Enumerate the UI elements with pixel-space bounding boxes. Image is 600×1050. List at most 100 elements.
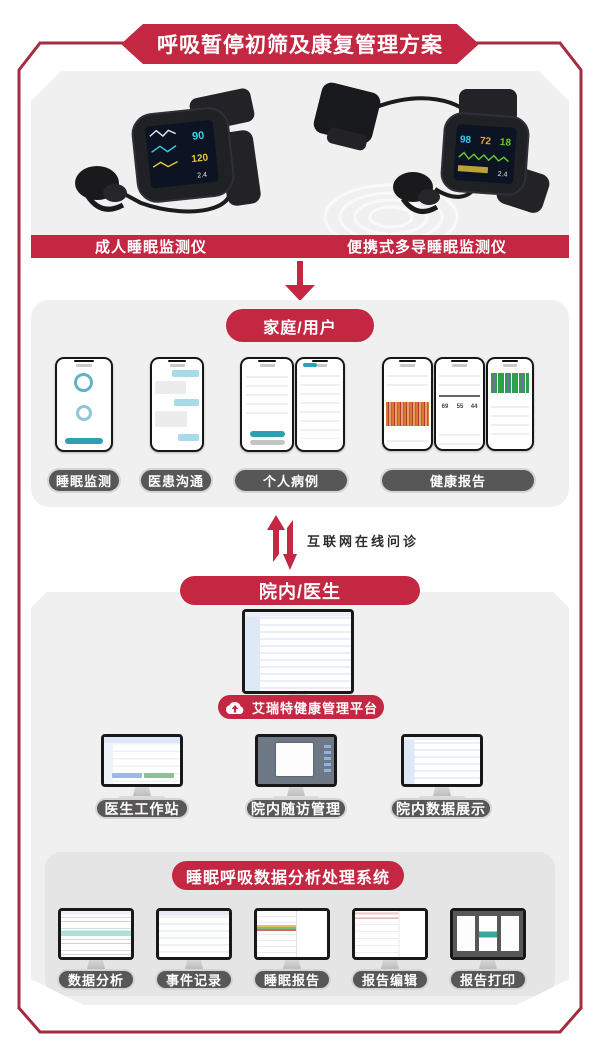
monitor-screen <box>255 734 337 787</box>
monitor-report-edit <box>352 908 428 974</box>
report-rows <box>491 398 529 442</box>
side-bars <box>324 745 331 774</box>
dialog-window <box>276 743 312 777</box>
portable-psg-device: 98 72 18 2.4 <box>312 81 552 235</box>
phone-screen <box>242 359 292 450</box>
monitor-neck <box>133 787 151 796</box>
monitor-report-print <box>450 908 526 974</box>
air-tube-coil <box>325 185 457 235</box>
monitor-screen <box>401 734 483 787</box>
reading-pr: 120 <box>191 152 209 165</box>
phone-report-trend <box>382 357 433 451</box>
devices-panel: 90 120 2.4 <box>31 71 569 258</box>
green-panel-chip <box>144 773 174 779</box>
monitor-neck <box>283 960 301 969</box>
report-rows <box>439 368 480 386</box>
family-section: 69 55 44 睡眠监测 医患沟通 个人病例 健康报告 <box>31 300 569 507</box>
monitor-event-log <box>156 908 232 974</box>
chat-bubble <box>171 370 199 377</box>
device-label-bar: 成人睡眠监测仪 便携式多导睡眠监测仪 <box>31 235 569 258</box>
hospital-section: 艾瑞特健康管理平台 <box>31 592 569 1005</box>
station-label-workstation: 医生工作站 <box>95 798 189 819</box>
record-rows <box>300 368 340 439</box>
stat-value: 44 <box>470 404 478 410</box>
screen-title-line <box>452 364 467 367</box>
monitor-screen <box>254 908 330 960</box>
sleep-stage-chart <box>490 373 530 394</box>
monitor-neck <box>479 960 497 969</box>
reading-1: 98 <box>460 134 472 146</box>
form-rows <box>246 369 288 417</box>
report-rows <box>387 368 428 392</box>
chat-bubble <box>155 381 186 394</box>
station-label-followup: 院内随访管理 <box>245 798 347 819</box>
reading-spo2: 90 <box>192 130 205 143</box>
reading-2: 72 <box>480 136 492 148</box>
monitor-data-display <box>401 734 483 801</box>
phone-screen <box>152 359 202 450</box>
monitor-screen <box>242 609 354 694</box>
screen-title-line <box>75 364 93 367</box>
screen-title-line <box>169 364 185 367</box>
monitor-neck <box>87 960 105 969</box>
up-down-arrows-icon <box>267 515 297 570</box>
monitor-screen <box>101 734 183 787</box>
screen-title-line <box>503 364 517 367</box>
screen-content <box>453 911 523 957</box>
monitor-sleep-report <box>254 908 330 974</box>
watch-screen: 90 120 2.4 <box>145 120 219 189</box>
phone-screen: 69 55 44 <box>436 359 483 449</box>
monitor-screen <box>58 908 134 960</box>
main-platform-monitor <box>242 609 354 712</box>
screen-content <box>258 737 334 784</box>
screen-content <box>257 911 327 957</box>
module-label-report-print: 报告打印 <box>449 969 527 990</box>
module-label-report-edit: 报告编辑 <box>351 969 429 990</box>
stat-value: 55 <box>456 404 464 410</box>
blue-panel-chip <box>112 773 142 779</box>
page-thumbnail <box>479 916 497 952</box>
hospital-section-title: 院内/医生 <box>180 576 420 605</box>
screen-content <box>245 612 351 691</box>
adult-monitor-label: 成人睡眠监测仪 <box>94 239 207 256</box>
sleep-score-ring <box>74 373 93 392</box>
report-rows <box>387 433 428 446</box>
monitor-followup <box>255 734 337 801</box>
monitor-screen <box>352 908 428 960</box>
module-label-sleep-report: 睡眠报告 <box>253 969 331 990</box>
phone-screen <box>297 359 343 450</box>
app-label-case-record: 个人病例 <box>233 468 349 493</box>
recorder-box <box>312 81 383 146</box>
app-label-health-report: 健康报告 <box>380 468 536 493</box>
module-label-data-analysis: 数据分析 <box>57 969 135 990</box>
app-label-sleep-monitoring: 睡眠监测 <box>47 468 121 493</box>
submit-button <box>249 431 285 437</box>
stat-value: 69 <box>441 404 449 410</box>
border-line <box>17 41 583 1034</box>
watch-screen: 98 72 18 2.4 <box>453 124 517 184</box>
monitor-screen <box>450 908 526 960</box>
flat-line-chart <box>438 395 481 397</box>
monitor-doctor-workstation <box>101 734 183 801</box>
devices-illustration: 90 120 2.4 <box>31 71 569 235</box>
monitor-neck <box>185 960 203 969</box>
psg-monitor-label: 便携式多导睡眠监测仪 <box>346 239 507 256</box>
sleep-score-ring <box>76 405 92 421</box>
app-label-chat: 医患沟通 <box>139 468 213 493</box>
phone-case-list <box>295 357 345 452</box>
platform-pill: 艾瑞特健康管理平台 <box>218 695 384 719</box>
family-section-title: 家庭/用户 <box>226 309 374 342</box>
chat-bubble <box>155 411 187 427</box>
analysis-system-title: 睡眠呼吸数据分析处理系统 <box>172 861 404 890</box>
report-rows <box>439 427 480 445</box>
down-arrow-icon <box>297 261 303 286</box>
secondary-button <box>249 440 285 445</box>
phone-screen <box>384 359 431 449</box>
screen-title-line <box>259 364 275 367</box>
title-banner: 呼吸暂停初筛及康复管理方案 <box>121 24 479 64</box>
chat-bubble <box>178 434 199 441</box>
screen-title-line <box>400 364 415 367</box>
page-thumbnail <box>501 916 519 952</box>
